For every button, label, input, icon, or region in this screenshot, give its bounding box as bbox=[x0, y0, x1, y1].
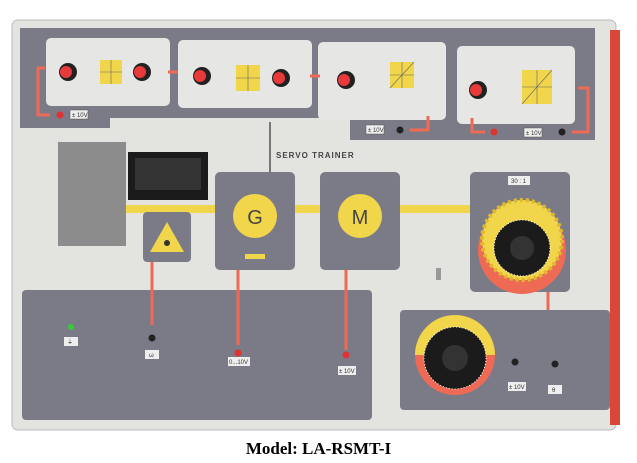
generator-module: G bbox=[215, 172, 295, 270]
setpoint-socket[interactable] bbox=[511, 358, 519, 366]
control-module-1 bbox=[46, 38, 170, 106]
tacho-module bbox=[143, 212, 191, 262]
omega-label: ω bbox=[149, 353, 154, 359]
theta-label: θ bbox=[552, 388, 556, 394]
device-title: SERVO TRAINER bbox=[276, 151, 355, 160]
gen-out-label: 0...10V bbox=[229, 360, 248, 366]
socket[interactable] bbox=[490, 128, 498, 136]
ground-socket[interactable] bbox=[68, 324, 74, 330]
motor-module: M bbox=[320, 172, 400, 270]
gear-ratio-label: 30 : 1 bbox=[511, 179, 527, 185]
bottom-left-panel bbox=[22, 290, 372, 420]
gen-out-socket[interactable] bbox=[234, 349, 242, 357]
socket[interactable] bbox=[558, 128, 566, 136]
control-module-4 bbox=[457, 46, 575, 124]
panel-side-edge bbox=[610, 30, 620, 425]
control-module-2 bbox=[178, 40, 312, 108]
label-10v: ± 10V bbox=[368, 128, 384, 134]
motor-in-socket[interactable] bbox=[342, 351, 350, 359]
label-10v: ± 10V bbox=[526, 131, 542, 137]
gearbox-module: 30 : 1 bbox=[470, 172, 570, 294]
ground-label: ⏚ bbox=[67, 339, 73, 346]
control-module-3 bbox=[318, 42, 446, 120]
theta-socket[interactable] bbox=[551, 360, 559, 368]
flywheel-window bbox=[58, 142, 126, 246]
signal-paths-top bbox=[36, 66, 590, 134]
motor-symbol: M bbox=[352, 207, 369, 229]
socket[interactable] bbox=[396, 126, 404, 134]
omega-socket[interactable] bbox=[148, 334, 156, 342]
generator-symbol: G bbox=[247, 207, 263, 229]
sockets-top bbox=[56, 111, 566, 136]
motor-in-label: ± 10V bbox=[339, 369, 355, 375]
voltage-labels-top: ± 10V ± 10V ± 10V bbox=[69, 109, 543, 138]
socket[interactable] bbox=[56, 111, 64, 119]
label-10v: ± 10V bbox=[72, 113, 88, 119]
pot-out-label: ± 10V bbox=[509, 385, 525, 391]
model-caption: Model: LA-RSMT-I bbox=[245, 439, 392, 458]
toggle-switch[interactable] bbox=[436, 268, 441, 280]
